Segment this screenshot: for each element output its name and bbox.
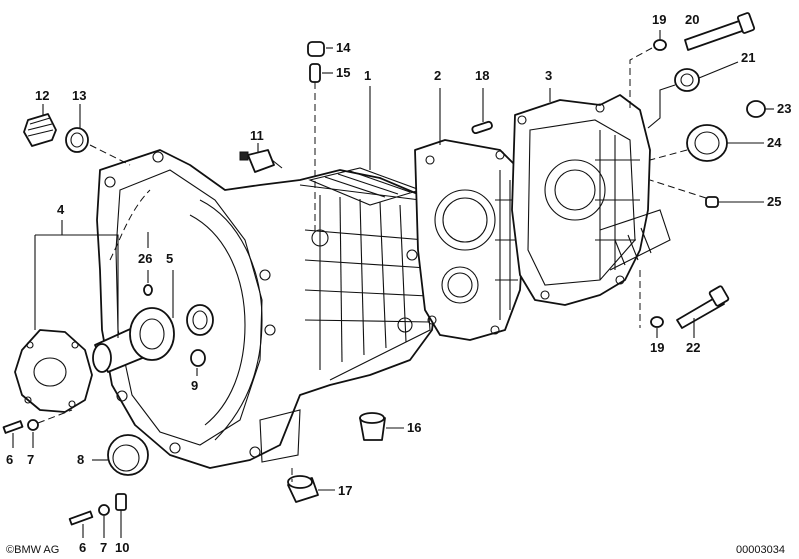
label-22: 22 <box>686 340 700 355</box>
bolt-20 <box>684 12 756 51</box>
plug-17 <box>287 475 319 503</box>
copyright-brand: ©BMW AG <box>6 544 59 556</box>
pin-15 <box>309 63 321 83</box>
sleeve-25 <box>705 196 719 208</box>
label-2: 2 <box>434 68 441 83</box>
label-15: 15 <box>336 65 350 80</box>
label-19-bottom: 19 <box>650 340 664 355</box>
breather-12 <box>23 113 57 147</box>
label-23: 23 <box>777 101 791 116</box>
bolt-22 <box>676 285 730 329</box>
label-17: 17 <box>338 483 352 498</box>
label-16: 16 <box>407 420 421 435</box>
label-1: 1 <box>364 68 371 83</box>
label-5: 5 <box>166 251 173 266</box>
part-labels: 1 2 3 4 5 6 7 8 9 11 12 13 14 15 16 17 1… <box>6 12 791 555</box>
label-6-bottom: 6 <box>79 540 86 555</box>
cap-23 <box>746 100 766 118</box>
bearing-24 <box>686 124 728 162</box>
sealing-ring-9 <box>186 304 214 336</box>
label-21: 21 <box>741 50 755 65</box>
label-8: 8 <box>77 452 84 467</box>
label-11: 11 <box>250 128 264 143</box>
label-20: 20 <box>685 12 699 27</box>
rear-housing <box>511 94 671 306</box>
seal-26 <box>143 284 153 296</box>
label-10: 10 <box>115 540 129 555</box>
label-4: 4 <box>57 202 65 217</box>
label-26: 26 <box>138 251 152 266</box>
intermediate-plate <box>414 139 526 341</box>
washer-19-bottom <box>650 316 664 328</box>
label-19-top: 19 <box>652 12 666 27</box>
dowel-18 <box>471 120 493 135</box>
bolt-6-bottom <box>68 493 127 526</box>
label-7-bottom: 7 <box>100 540 107 555</box>
bolt-6-left <box>2 419 39 434</box>
diagram-code: 00003034 <box>736 544 785 556</box>
label-13: 13 <box>72 88 86 103</box>
label-12: 12 <box>35 88 49 103</box>
switch-11 <box>239 149 283 173</box>
label-24: 24 <box>767 135 782 150</box>
cap-8 <box>107 434 149 476</box>
label-7-left: 7 <box>27 452 34 467</box>
label-6-left: 6 <box>6 452 13 467</box>
plug-9 <box>190 349 206 367</box>
ring-21 <box>674 68 700 92</box>
label-9: 9 <box>191 378 198 393</box>
front-cover <box>14 329 93 413</box>
washer-19-top <box>653 39 667 51</box>
label-25: 25 <box>767 194 781 209</box>
plug-16 <box>359 412 386 441</box>
clutch-housing <box>96 149 441 469</box>
guide-sleeve <box>92 307 175 373</box>
ring-13 <box>65 127 89 153</box>
label-14: 14 <box>336 40 351 55</box>
leader-lines <box>12 30 774 538</box>
label-18: 18 <box>475 68 489 83</box>
label-3: 3 <box>545 68 552 83</box>
cap-14 <box>307 41 325 57</box>
